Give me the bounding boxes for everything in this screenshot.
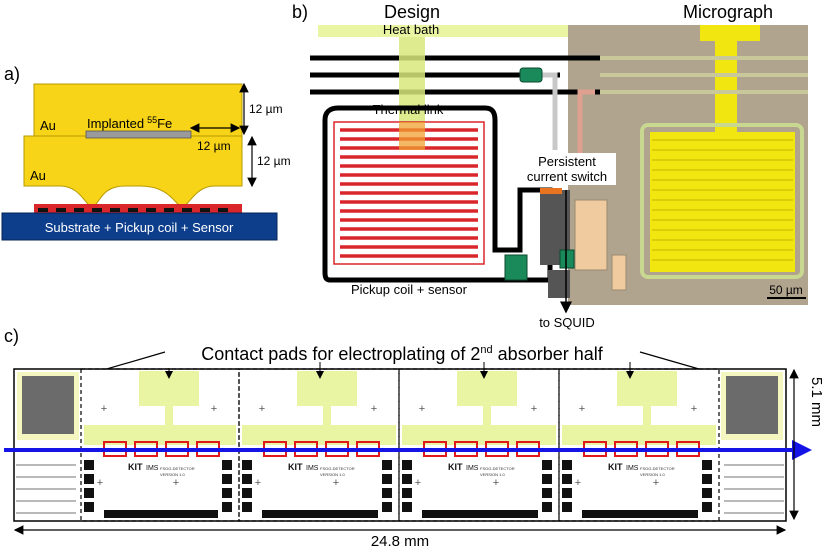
detector-block-1: + + + + KIT IMS FSOG-DETECTOR VERSION 1.… bbox=[80, 368, 240, 522]
left-edge-lines bbox=[16, 464, 76, 514]
micrograph-absorber bbox=[650, 132, 795, 272]
switch-wire-gray bbox=[520, 72, 558, 150]
svg-text:IMS: IMS bbox=[306, 465, 319, 472]
detector-block-2: + + + + KIT IMS FSOG-DETECTOR VERSION 1.… bbox=[238, 368, 400, 522]
micrograph-heat-bath bbox=[700, 25, 760, 41]
chip-width-label: 24.8 mm bbox=[371, 533, 429, 549]
micrograph-meander bbox=[652, 139, 793, 261]
micrograph-switch-region bbox=[574, 199, 608, 271]
svg-text:KIT: KIT bbox=[128, 462, 143, 472]
svg-text:+: + bbox=[97, 477, 103, 489]
svg-text:VERSION 1.0: VERSION 1.0 bbox=[160, 472, 185, 477]
svg-text:VERSION 1.0: VERSION 1.0 bbox=[480, 472, 505, 477]
pickup-coil-meander bbox=[340, 128, 478, 258]
svg-text:KIT: KIT bbox=[448, 462, 463, 472]
scale-bar-label: 50 µm bbox=[769, 283, 803, 297]
sensor-pad-green-1 bbox=[504, 254, 528, 281]
svg-text:+: + bbox=[493, 477, 499, 489]
substrate bbox=[1, 212, 278, 241]
svg-text:+: + bbox=[371, 403, 377, 415]
coil-outline bbox=[322, 105, 553, 283]
dim-bottom-label: 12 µm bbox=[257, 154, 291, 168]
panel-c-label: c) bbox=[4, 326, 19, 346]
bottom-absorber bbox=[23, 135, 243, 208]
svg-text:FSOG-DETECTOR: FSOG-DETECTOR bbox=[160, 466, 195, 471]
detector-block-3: + + + + KIT IMS FSOG-DETECTOR VERSION 1.… bbox=[398, 368, 560, 522]
dim-top-label: 12 µm bbox=[249, 102, 283, 116]
implanted-source bbox=[85, 130, 192, 139]
dim-width-label: 12 µm bbox=[197, 139, 231, 153]
right-contact-pad bbox=[726, 376, 778, 434]
svg-text:+: + bbox=[255, 477, 261, 489]
micrograph-pad bbox=[611, 254, 627, 291]
switch-heater bbox=[540, 188, 562, 194]
detector-block-4: + + + + KIT IMS FSOG-DETECTOR VERSION 1.… bbox=[558, 368, 720, 522]
persistent-label-bg bbox=[520, 153, 616, 185]
design-title: Design bbox=[384, 2, 440, 22]
svg-text:KIT: KIT bbox=[608, 462, 623, 472]
squid-lead bbox=[548, 270, 570, 298]
switch-pad-green bbox=[519, 67, 543, 83]
persistent-label-1: Persistent bbox=[538, 154, 596, 169]
micrograph-title: Micrograph bbox=[683, 2, 773, 22]
svg-text:+: + bbox=[415, 477, 421, 489]
substrate-label: Substrate + Pickup coil + Sensor bbox=[45, 220, 234, 235]
svg-text:FSOG-DETECTOR: FSOG-DETECTOR bbox=[320, 466, 355, 471]
svg-text:+: + bbox=[419, 403, 425, 415]
heat-bath-bar bbox=[318, 25, 568, 37]
au-bottom-label: Au bbox=[30, 168, 46, 183]
pickup-coil-segments bbox=[38, 208, 228, 212]
svg-text:+: + bbox=[653, 477, 659, 489]
panel-c: c) Contact pads for electroplating of 2n… bbox=[4, 326, 825, 549]
svg-text:IMS: IMS bbox=[146, 465, 159, 472]
svg-text:+: + bbox=[691, 403, 697, 415]
svg-text:+: + bbox=[531, 403, 537, 415]
svg-text:IMS: IMS bbox=[626, 465, 639, 472]
to-squid-label: to SQUID bbox=[539, 315, 595, 330]
thermal-link-label: Thermal link bbox=[373, 102, 444, 117]
svg-text:VERSION 1.0: VERSION 1.0 bbox=[320, 472, 345, 477]
svg-text:FSOG-DETECTOR: FSOG-DETECTOR bbox=[480, 466, 515, 471]
svg-text:VERSION 1.0: VERSION 1.0 bbox=[640, 472, 665, 477]
thermal-link-overlap bbox=[399, 122, 425, 150]
svg-text:+: + bbox=[101, 403, 107, 415]
svg-text:+: + bbox=[173, 477, 179, 489]
svg-text:+: + bbox=[579, 403, 585, 415]
micrograph-coil-outline bbox=[640, 123, 804, 279]
contact-pads-label: Contact pads for electroplating of 2nd a… bbox=[201, 344, 603, 364]
heat-bath-label: Heat bath bbox=[383, 22, 439, 37]
chip-height-label: 5.1 mm bbox=[808, 377, 825, 427]
persistent-label-2: current switch bbox=[527, 169, 607, 184]
au-top-label: Au bbox=[40, 118, 56, 133]
panel-a-label: a) bbox=[4, 64, 20, 84]
left-contact-pad bbox=[22, 376, 74, 434]
svg-text:+: + bbox=[333, 477, 339, 489]
svg-text:+: + bbox=[575, 477, 581, 489]
svg-text:IMS: IMS bbox=[466, 465, 479, 472]
svg-text:KIT: KIT bbox=[288, 462, 303, 472]
pickup-label: Pickup coil + sensor bbox=[351, 282, 468, 297]
panel-b: b) Design Micrograph Heat bath Therma bbox=[292, 2, 808, 330]
svg-text:FSOG-DETECTOR: FSOG-DETECTOR bbox=[640, 466, 675, 471]
right-edge-lines bbox=[724, 464, 784, 514]
sensor-pad-green-2 bbox=[559, 249, 575, 269]
svg-text:+: + bbox=[259, 403, 265, 415]
svg-text:+: + bbox=[211, 403, 217, 415]
panel-b-label: b) bbox=[292, 2, 308, 22]
